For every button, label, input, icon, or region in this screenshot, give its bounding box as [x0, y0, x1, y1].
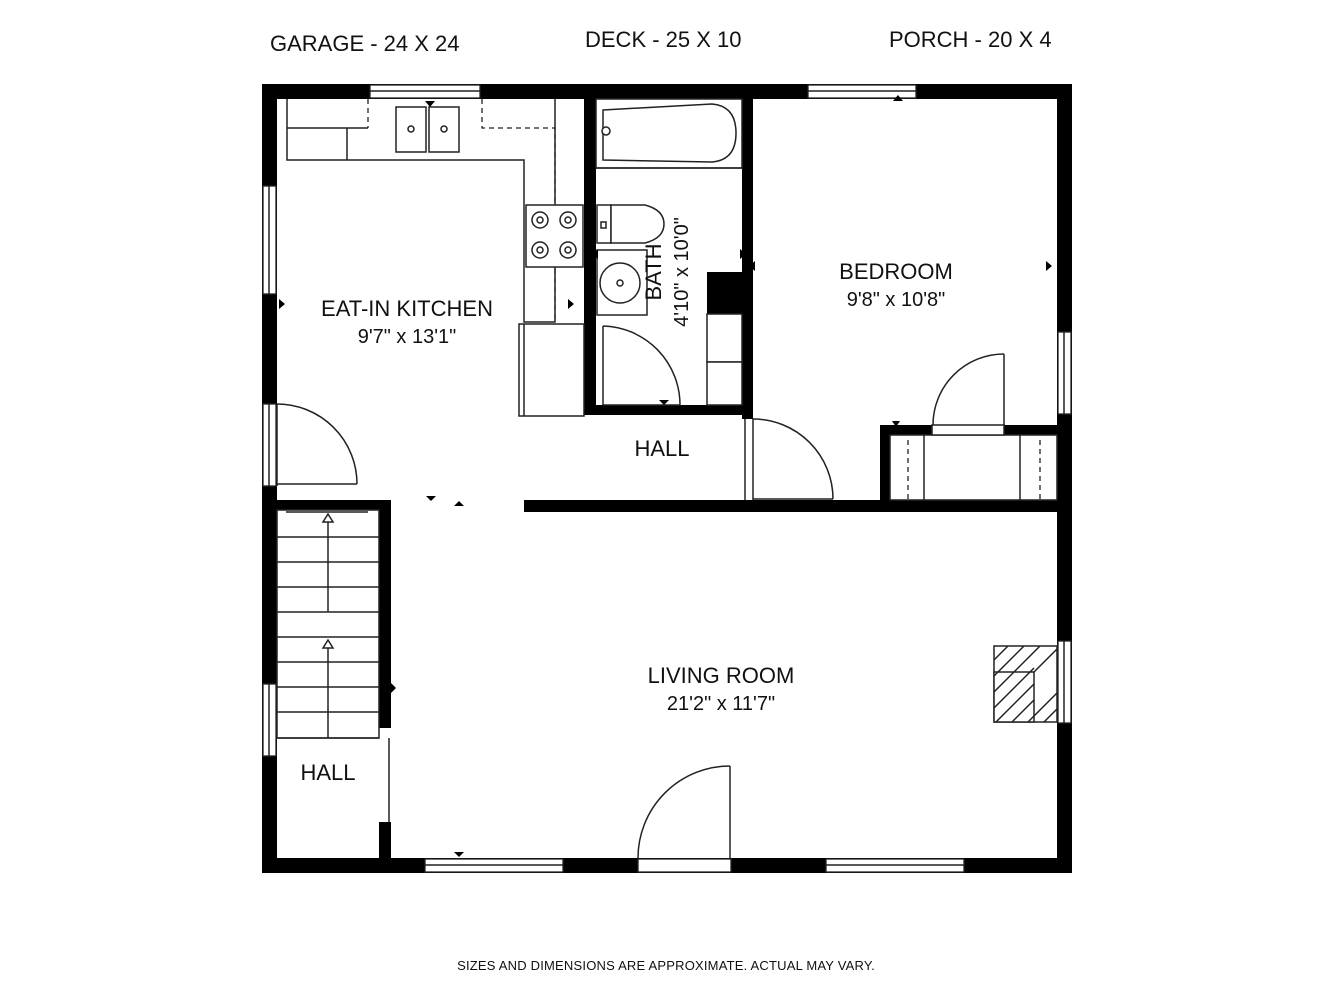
bedroom-name: BEDROOM: [839, 259, 953, 284]
bath-fixtures: [595, 98, 743, 406]
refrigerator: [518, 323, 585, 417]
bedroom-dims: 9'8" x 10'8": [847, 289, 946, 311]
disclaimer: SIZES AND DIMENSIONS ARE APPROXIMATE. AC…: [457, 958, 875, 973]
kitchen-name: EAT-IN KITCHEN: [321, 296, 493, 321]
garage-label: GARAGE - 24 X 24: [270, 31, 460, 56]
kitchen-door: [276, 403, 358, 486]
living-dims: 21'2" x 11'7": [667, 693, 775, 715]
kitchen-counters: [286, 99, 585, 417]
bathtub: [602, 103, 737, 163]
living-name: LIVING ROOM: [648, 663, 795, 688]
hall-upper-name: HALL: [634, 436, 689, 461]
fireplace: [993, 645, 1058, 723]
hall-door: [744, 418, 834, 500]
deck-label: DECK - 25 X 10: [585, 27, 742, 52]
bath-dims: 4'10" x 10'0": [671, 217, 693, 327]
bath-name: BATH: [641, 243, 666, 300]
hall-lower-name: HALL: [300, 760, 355, 785]
windows: [262, 84, 1072, 873]
staircase: [276, 509, 390, 822]
toilet: [610, 204, 665, 244]
kitchen-dims: 9'7" x 13'1": [358, 326, 457, 348]
bedroom-closet: [889, 353, 1058, 501]
interior-walls: [277, 99, 1057, 858]
porch-label: PORCH - 20 X 4: [889, 27, 1052, 52]
direction-markers: [279, 95, 1052, 857]
front-door: [637, 765, 731, 859]
